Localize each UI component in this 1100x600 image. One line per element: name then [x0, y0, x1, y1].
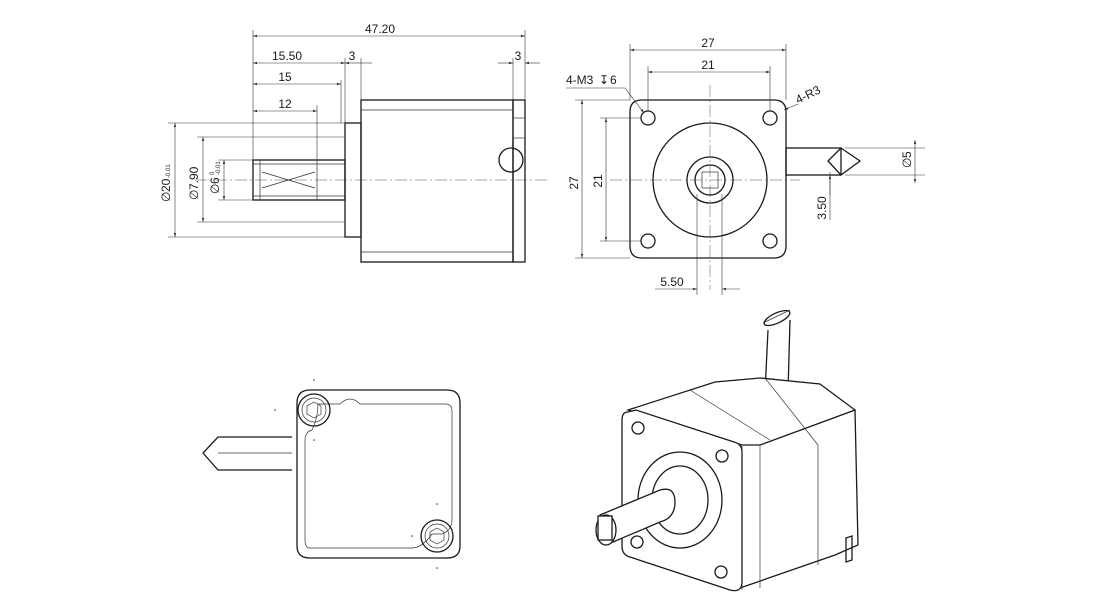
iso-front-face	[621, 409, 743, 592]
front-shaft	[785, 147, 842, 176]
dim-hub-diameter: 7.90	[187, 166, 201, 190]
side-body	[360, 99, 514, 263]
svg-text:∅: ∅	[159, 192, 173, 202]
front-shaft-tip	[827, 147, 862, 176]
front-view	[610, 85, 862, 290]
front-hub-circle	[686, 156, 734, 204]
bottom-view	[202, 379, 461, 569]
svg-text:∅: ∅	[187, 190, 201, 200]
dim-shaft-tol-lower: -0.01	[216, 161, 222, 175]
iso-hole-bl	[630, 535, 644, 549]
iso-hole-tr	[715, 449, 729, 463]
side-view	[195, 99, 550, 263]
iso-body-top	[625, 377, 857, 446]
front-frame	[629, 99, 787, 259]
iso-hole-br	[714, 565, 728, 579]
isometric-view	[595, 309, 859, 592]
mount-hole-tl	[640, 110, 656, 126]
dim-frame-width: 27	[701, 36, 715, 50]
iso-front-shaft	[599, 488, 676, 546]
dim-flat-length: 12	[278, 97, 292, 111]
dim-thread-depth: 6	[610, 73, 617, 87]
dim-shaft-tol-upper: 0	[210, 171, 216, 175]
dim-mount-holes: 4-M3	[566, 73, 594, 87]
iso-hole-tl	[631, 421, 645, 435]
mount-hole-tr	[762, 110, 778, 126]
dim-flange-diameter: 20	[159, 178, 173, 192]
dim-hole-spacing: 21	[701, 58, 715, 72]
mount-hole-br	[762, 233, 778, 249]
dim-flange-tolerance: -0.01	[166, 164, 172, 178]
bottom-screw-top	[297, 393, 331, 427]
dim-flat-depth: 3.50	[815, 196, 829, 220]
dim-shaft-offset: 5.50	[660, 275, 684, 289]
bottom-body-outer	[296, 389, 461, 559]
dim-corner-radius: 4-R3	[793, 83, 823, 107]
dim-overall-length: 47.20	[365, 22, 395, 36]
dim-front-step: 3	[349, 49, 356, 63]
dim-shaft-diameter-side: 6	[208, 177, 222, 184]
side-dimensions: 47.20 15.50 3 15 12 3 ∅ 20 -0.01	[159, 22, 540, 238]
dim-shaft-diameter-end: 5	[900, 151, 914, 158]
bottom-shaft	[202, 436, 292, 471]
bottom-screw-bottom	[420, 519, 454, 553]
svg-text:∅: ∅	[208, 184, 222, 194]
side-rear-cap	[512, 99, 526, 263]
front-flange-circle	[652, 122, 768, 238]
side-cable-hole	[498, 147, 524, 173]
mount-hole-bl	[640, 233, 656, 249]
dim-hole-spacing-vertical: 21	[591, 174, 605, 188]
dim-rear-step: 3	[515, 49, 522, 63]
front-dimensions: 27 21 27 21 4-M3 ↧ 6 4-R3 ∅ 5 3.50	[566, 36, 925, 295]
depth-symbol: ↧	[599, 73, 609, 87]
dim-frame-height: 27	[567, 176, 581, 190]
svg-text:∅: ∅	[900, 158, 914, 168]
dim-shaft-length: 15	[278, 70, 292, 84]
dim-body-offset: 15.50	[272, 49, 302, 63]
